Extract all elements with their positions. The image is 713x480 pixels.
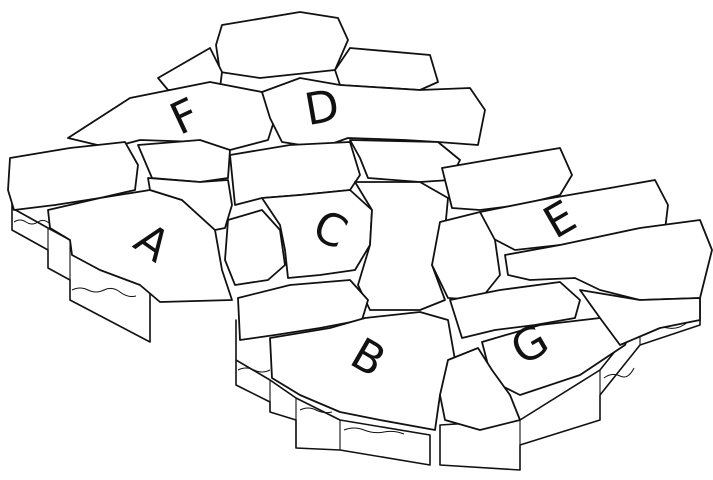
stone-top-back <box>216 12 348 78</box>
stone-mid-left <box>138 140 230 182</box>
stone-D <box>262 78 485 148</box>
stone-small-left <box>225 210 285 285</box>
stone-back-right <box>335 48 438 90</box>
stone-column <box>355 182 448 310</box>
